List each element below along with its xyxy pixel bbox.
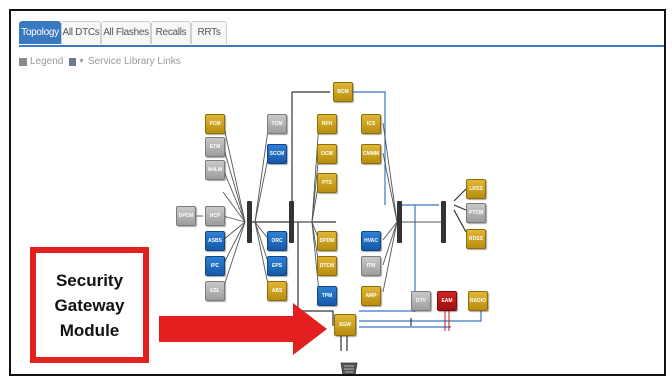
module-ahlm[interactable]: AHLM [205, 160, 225, 180]
module-dpdm[interactable]: DPDM [317, 231, 337, 251]
caret-down-icon: ▼ [78, 58, 85, 65]
network-hub [397, 201, 402, 243]
network-hub [289, 201, 294, 243]
module-dpcm[interactable]: DPCM [176, 206, 196, 226]
module-sccm[interactable]: SCCM [267, 144, 287, 164]
document-icon [69, 57, 76, 66]
tab-all-flashes[interactable]: All Flashes [101, 21, 151, 44]
module-rdss[interactable]: RDSS [466, 229, 486, 249]
module-itm[interactable]: ITM [361, 256, 381, 276]
module-eps[interactable]: EPS [267, 256, 287, 276]
callout-line-1: Security [55, 270, 124, 290]
module-amp[interactable]: AMP [361, 286, 381, 306]
module-orc[interactable]: ORC [267, 231, 287, 251]
module-ocm[interactable]: OCM [317, 144, 337, 164]
module-ics[interactable]: ICS [361, 114, 381, 134]
legend-button[interactable]: Legend [19, 56, 63, 67]
module-asbs[interactable]: ASBS [205, 231, 225, 251]
module-etm[interactable]: ETM [205, 137, 225, 157]
module-sgw[interactable]: SGW [334, 314, 356, 336]
module-ipc[interactable]: IPC [205, 256, 225, 276]
module-bcm[interactable]: BCM [333, 82, 353, 102]
module-dtv[interactable]: DTV [411, 291, 431, 311]
tab-all-dtcs[interactable]: All DTCs [61, 21, 101, 44]
security-gateway-callout: Security Gateway Module [30, 247, 149, 363]
service-library-label: Service Library Links [87, 56, 181, 67]
module-hcp[interactable]: HCP [205, 206, 225, 226]
callout-line-3: Module [59, 320, 120, 340]
network-wires [159, 91, 482, 355]
module-eam[interactable]: EAM [437, 291, 457, 311]
tab-bar: Topology All DTCs All Flashes Recalls RR… [19, 21, 664, 47]
module-esl[interactable]: ESL [205, 281, 225, 301]
pointer-arrow [159, 303, 327, 355]
module-tcm[interactable]: TCM [267, 114, 287, 134]
module-dtcm[interactable]: DTCM [317, 256, 337, 276]
legend-label: Legend [30, 56, 64, 67]
module-rfh[interactable]: RFH [317, 114, 337, 134]
network-hub [247, 201, 252, 243]
module-cmmm[interactable]: CMMM [361, 144, 381, 164]
module-hvac[interactable]: HVAC [361, 231, 381, 251]
obd-connector-icon [340, 362, 358, 374]
module-pcm[interactable]: PCM [205, 114, 225, 134]
service-library-links-dropdown[interactable]: ▼ Service Library Links [69, 56, 181, 67]
tab-recalls[interactable]: Recalls [151, 21, 191, 44]
tab-topology[interactable]: Topology [19, 21, 61, 44]
callout-line-2: Gateway [54, 295, 125, 315]
module-tpm[interactable]: TPM [317, 286, 337, 306]
network-hub [441, 201, 446, 243]
legend-icon [19, 57, 27, 66]
module-ptcm[interactable]: PTCM [466, 203, 486, 223]
module-pts[interactable]: PTS [317, 173, 337, 193]
tab-rrts[interactable]: RRTs [191, 21, 227, 44]
module-radio[interactable]: RADIO [468, 291, 488, 311]
module-abs[interactable]: ABS [267, 281, 287, 301]
module-lrss[interactable]: LRSS [466, 179, 486, 199]
